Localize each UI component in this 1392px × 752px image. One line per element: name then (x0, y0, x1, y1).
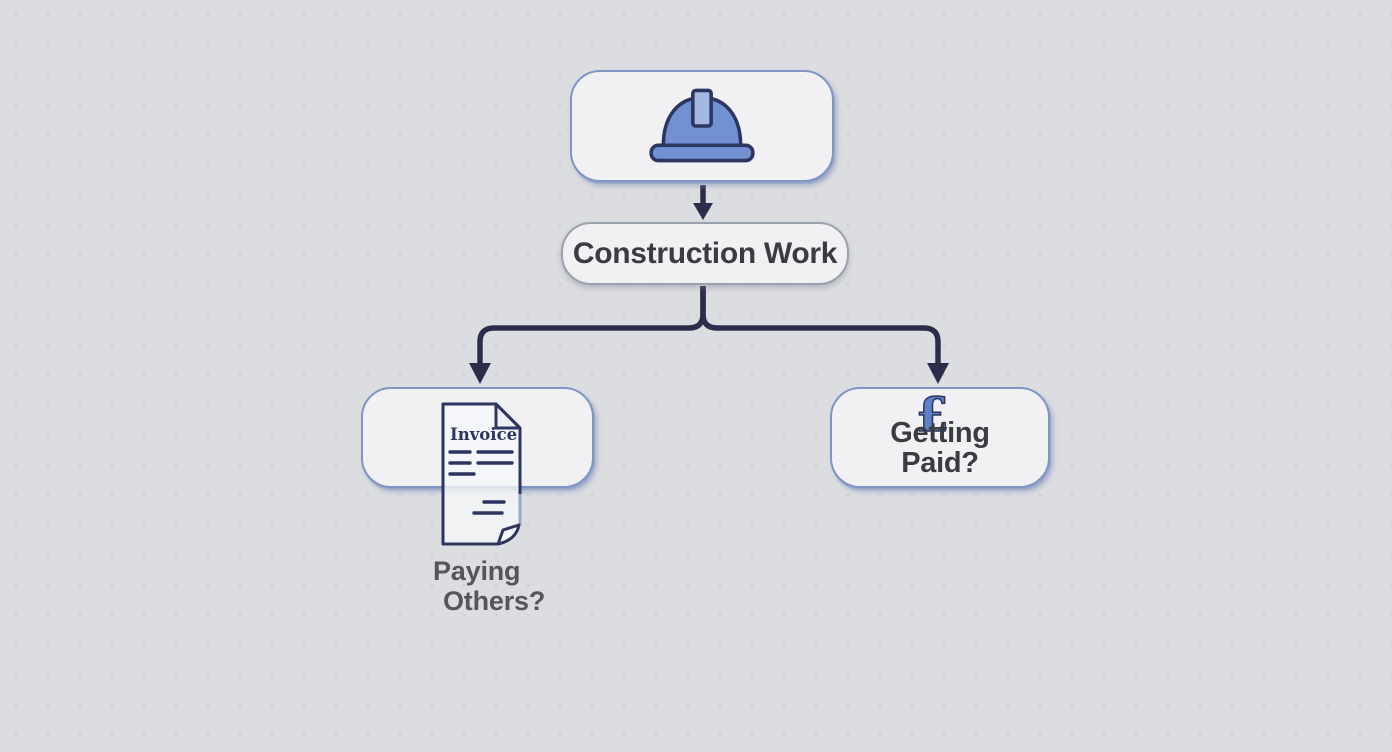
node-hard-hat (570, 70, 834, 182)
getting-paid-label: Getting Paid? (830, 418, 1050, 478)
node-construction-work: Construction Work (561, 222, 849, 285)
pound-sterling-icon: £ (915, 388, 949, 443)
getting-paid-line2: Paid? (901, 447, 979, 479)
arrowhead-left (469, 363, 491, 384)
getting-paid-line1: Getting (890, 417, 990, 449)
node-getting-paid (830, 387, 1050, 488)
invoice-label: Invoice (450, 425, 517, 444)
invoice-document-icon: Invoice (441, 402, 522, 546)
construction-work-label: Construction Work (572, 236, 838, 270)
arrowhead-right (927, 363, 949, 384)
arrowhead-top (693, 203, 713, 220)
branch-right (700, 286, 941, 364)
paying-others-line1: Paying (433, 556, 521, 586)
branch-left (477, 286, 706, 364)
paying-others-line2: Others? (443, 586, 546, 616)
hard-hat-icon (649, 88, 755, 163)
paying-others-caption: Paying Others? (433, 556, 545, 616)
